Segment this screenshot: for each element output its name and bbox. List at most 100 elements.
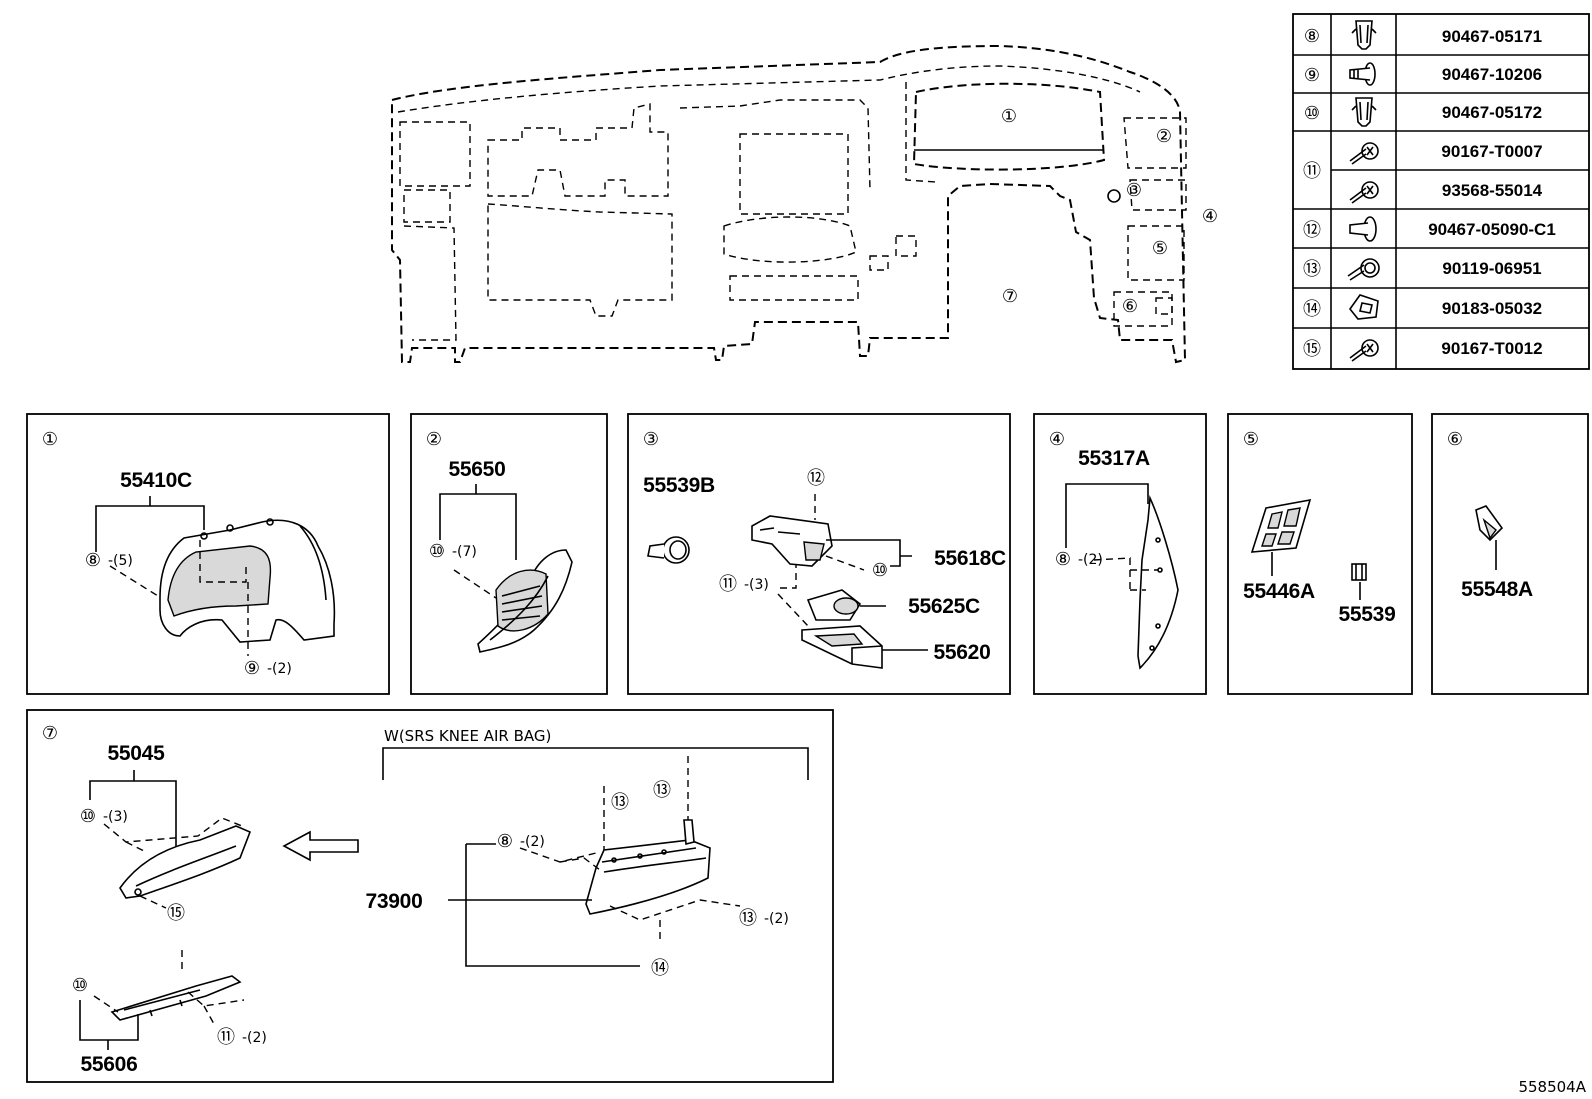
push-rivet-icon — [1349, 216, 1377, 242]
table-part-number: 90467-10206 — [1442, 65, 1542, 84]
bolt-icon — [1347, 258, 1380, 281]
side-cover-drawing — [1137, 494, 1179, 670]
panel-6-hole-cover: ⑥ 55548A — [1431, 413, 1589, 695]
part-number: 55410C — [120, 469, 192, 492]
part-number: 55606 — [81, 1053, 138, 1076]
rivet-quantity: -(2) — [267, 661, 292, 677]
panel-index: ③ — [643, 429, 659, 450]
lower-finish-panel-drawing — [119, 825, 252, 899]
nut-callout: ⑭ — [651, 958, 669, 979]
overview-callout-4: ④ — [1202, 206, 1218, 227]
table-part-number: 90467-05171 — [1442, 27, 1542, 46]
clip-quantity: -(3) — [103, 809, 128, 825]
variant-note: W(SRS KNEE AIR BAG) — [384, 727, 551, 745]
drawing-id: 558504A — [1518, 1078, 1586, 1096]
panel-index: ⑤ — [1243, 429, 1259, 450]
overview-callout-3: ③ — [1126, 180, 1142, 201]
table-callout: ⑩ — [1304, 103, 1320, 124]
cluster-finish-panel-drawing — [159, 518, 336, 643]
panel-3-cup-holder: ③ 55539B ⑫ ⑩ 55618C ⑪ -(3) 55625C — [627, 413, 1011, 695]
table-part-number: 90167-T0012 — [1441, 339, 1542, 358]
nut-clip-icon — [1348, 294, 1379, 320]
part-number: 55620 — [934, 641, 991, 664]
clip-icon — [1351, 97, 1377, 127]
clip-callout: ⑩ — [80, 806, 96, 827]
rivet-callout: ⑫ — [807, 468, 825, 489]
clip-quantity: -(5) — [108, 553, 133, 569]
switch-base-drawing — [1250, 498, 1312, 553]
part-number: 55045 — [108, 742, 166, 765]
table-part-number: 90467-05172 — [1442, 103, 1542, 122]
bolt-quantity: -(2) — [764, 911, 789, 927]
panel-4-side-cover: ④ 55317A ⑧ -(2) — [1033, 413, 1207, 695]
table-part-number: 90167-T0007 — [1441, 142, 1542, 161]
clip-callout: ⑧ — [1055, 549, 1071, 570]
part-number: 55539B — [643, 474, 715, 497]
table-callout: ⑫ — [1303, 220, 1321, 241]
part-number: 55317A — [1078, 447, 1150, 470]
table-callout: ⑮ — [1303, 339, 1321, 360]
clip-quantity: -(2) — [520, 834, 545, 850]
part-number: 73900 — [366, 890, 423, 913]
table-part-number: 90183-05032 — [1442, 299, 1542, 318]
table-callout: ⑧ — [1304, 26, 1320, 47]
clip-callout: ⑩ — [72, 975, 88, 996]
overview-callout-2: ② — [1156, 126, 1172, 147]
screw-icon — [1349, 339, 1379, 362]
direction-arrow-icon — [282, 830, 359, 862]
table-part-number: 93568-55014 — [1442, 181, 1543, 200]
table-callout: ⑪ — [1303, 161, 1321, 182]
bolt-callout: ⑬ — [653, 780, 671, 801]
panel-index: ① — [42, 429, 58, 450]
clip-icon — [1351, 20, 1377, 50]
clip-quantity: -(2) — [1078, 552, 1103, 568]
table-callout: ⑬ — [1303, 259, 1321, 280]
panel-2-side-vent: ② 55650 ⑩ -(7) — [410, 413, 608, 695]
bolt-callout: ⑬ — [739, 908, 757, 929]
panel-index: ② — [426, 429, 442, 450]
screw-callout: ⑮ — [167, 903, 185, 924]
screw-quantity: -(3) — [744, 577, 769, 593]
bolt-callout: ⑬ — [611, 792, 629, 813]
part-number: 55539 — [1339, 603, 1396, 626]
cup-holder-tray-drawing — [801, 625, 883, 669]
panel-index: ⑦ — [42, 723, 58, 744]
clip-callout: ⑧ — [497, 831, 513, 852]
table-callout: ⑭ — [1303, 299, 1321, 320]
clip-callout: ⑧ — [85, 550, 101, 571]
screw-icon — [1349, 142, 1379, 165]
cup-holder-ring-drawing — [806, 589, 862, 621]
overview-callout-7: ⑦ — [1002, 286, 1018, 307]
dashboard-overview: ① ② ③ ④ ⑤ ⑦ ⑥ — [391, 44, 1218, 364]
panel-1-cluster-finish: ① 55410C ⑧ -(5) ⑨ -(2) — [26, 413, 390, 695]
table-part-number: 90119-06951 — [1442, 259, 1541, 278]
overview-callout-6: ⑥ — [1122, 296, 1138, 317]
screw-quantity: -(2) — [242, 1030, 267, 1046]
fastener-table: ⑧ ⑨ ⑩ ⑪ ⑫ ⑬ ⑭ ⑮ 90467-05171 90467-10206 … — [1292, 13, 1590, 370]
part-number: 55650 — [449, 458, 506, 481]
panel-index: ④ — [1049, 429, 1065, 450]
screw-icon — [1349, 181, 1379, 204]
switch-knob-drawing — [647, 536, 690, 564]
hole-cover-drawing — [1475, 505, 1504, 542]
switch-cap-drawing — [1351, 563, 1367, 581]
table-callout: ⑨ — [1304, 65, 1320, 86]
overview-callout-1: ① — [1001, 106, 1017, 127]
part-number: 55625C — [908, 595, 980, 618]
clip-callout: ⑩ — [872, 560, 888, 581]
console-upper-drawing — [751, 515, 833, 567]
rivet-callout: ⑨ — [244, 658, 260, 679]
panel-index: ⑥ — [1447, 429, 1463, 450]
part-number: 55446A — [1243, 580, 1315, 603]
knee-airbag-drawing — [585, 819, 711, 915]
part-number: 55548A — [1461, 578, 1533, 601]
clip-quantity: -(7) — [452, 544, 477, 560]
panel-5-switch-panel: ⑤ 55446A 55539 — [1227, 413, 1413, 695]
push-rivet-icon — [1349, 62, 1376, 86]
screw-callout: ⑪ — [719, 574, 737, 595]
knee-bracket-drawing — [110, 975, 242, 1021]
panel-7-lower-panel: ⑦ 55045 ⑩ -(3) ⑮ ⑩ ⑪ -(2) 55606 W(SRS — [26, 709, 834, 1083]
table-part-number: 90467-05090-C1 — [1428, 220, 1556, 239]
side-vent-drawing — [477, 549, 573, 653]
